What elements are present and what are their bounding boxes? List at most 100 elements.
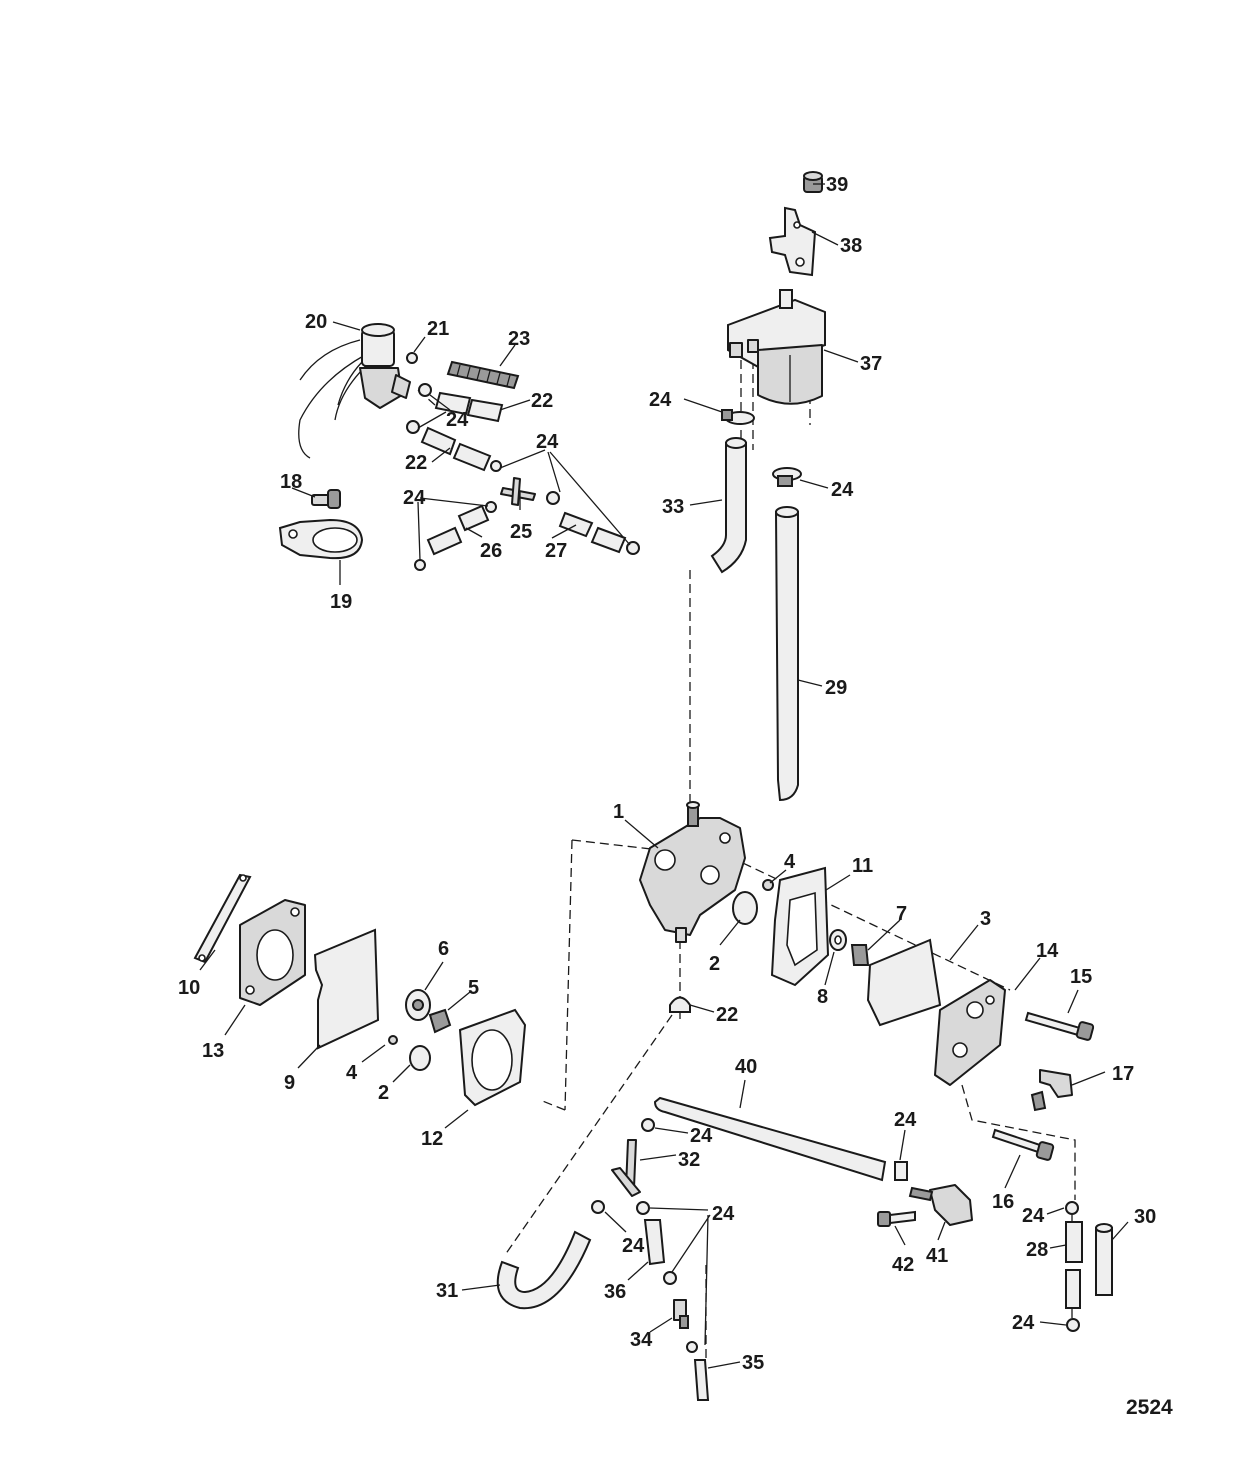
part-24-clamp-d [414,491,640,571]
callout-32: 32 [678,1149,700,1171]
callout-22: 22 [405,452,427,474]
part-39-nut [803,171,823,193]
part-1-pump-body [639,801,746,943]
part-24-clamp-e [641,1118,908,1181]
leader-lines [199,183,1129,1369]
callout-24: 24 [831,479,854,501]
callout-35: 35 [742,1352,764,1374]
callout-labels: 39 38 37 24 24 33 29 20 21 23 22 24 22 2… [178,174,1173,1419]
part-13-flange [239,899,306,1006]
part-20-solenoid [298,323,411,459]
part-22-hose-b [420,426,502,472]
callout-11: 11 [852,855,873,877]
callout-2: 2 [709,953,720,975]
callout-42: 42 [892,1254,914,1276]
callout-24: 24 [1012,1312,1035,1334]
callout-22: 22 [531,390,553,412]
part-23-spring-hose [446,360,520,390]
callout-29: 29 [825,677,847,699]
callout-19: 19 [330,591,352,613]
part-8-washer [829,929,847,951]
callout-15: 15 [1070,966,1092,988]
callout-22: 22 [716,1004,738,1026]
callout-38: 38 [840,235,862,257]
part-4-check-valve-b [388,1035,398,1045]
part-28-hose [1065,1221,1083,1309]
callout-40: 40 [735,1056,757,1078]
callout-2: 2 [378,1082,389,1104]
part-24-clamp-g [1065,1201,1080,1332]
figure-number: 2524 [1126,1396,1173,1419]
callout-33: 33 [662,496,684,518]
callout-24: 24 [446,409,469,431]
part-7-spring [850,944,870,966]
part-40-hose [653,1096,887,1182]
part-18-bolt [311,489,341,509]
callout-3: 3 [980,908,991,930]
callout-25: 25 [510,521,532,543]
callout-30: 30 [1134,1206,1156,1228]
part-19-clamp [278,518,364,560]
part-16-bolt [991,1128,1055,1161]
part-36-hose [643,1219,666,1266]
callout-41: 41 [926,1245,948,1267]
part-31-hose [496,1230,592,1310]
callout-36: 36 [604,1281,626,1303]
callout-24: 24 [894,1109,917,1131]
part-15-bolt [1024,1011,1095,1041]
part-25-tee [500,477,536,506]
part-30-hose [1095,1223,1113,1296]
part-34-fitting [673,1299,689,1329]
part-27-hose [558,511,627,554]
part-10-gasket [193,873,252,964]
callout-24: 24 [712,1203,735,1225]
callout-12: 12 [421,1128,443,1150]
part-38-bracket [768,206,817,277]
callout-26: 26 [480,540,502,562]
callout-31: 31 [436,1280,458,1302]
callout-24: 24 [536,431,559,453]
callout-8: 8 [817,986,828,1008]
callout-20: 20 [305,311,327,333]
callout-23: 23 [508,328,530,350]
callout-21: 21 [427,318,449,340]
part-2-diaphragm-a [732,891,758,925]
callout-10: 10 [178,977,200,999]
part-6-washer [405,989,431,1021]
part-33-hose [710,437,747,574]
part-9-gasket [313,928,380,1050]
part-22-clamp [669,996,691,1013]
callout-24: 24 [690,1125,713,1147]
callout-1: 1 [613,801,624,823]
part-17-elbow-fitting [1030,1069,1073,1112]
callout-4: 4 [346,1062,358,1084]
part-5-spring [428,1008,452,1034]
part-12-gasket [458,1008,527,1107]
callout-24: 24 [1022,1205,1045,1227]
callout-4: 4 [784,851,796,873]
callout-28: 28 [1026,1239,1048,1261]
part-41-valve [908,1184,973,1226]
callout-9: 9 [284,1072,295,1094]
callout-5: 5 [468,977,479,999]
callout-39: 39 [826,174,848,196]
part-21-nut [406,352,418,364]
part-42-bolt [877,1210,916,1227]
part-11-gasket [770,866,830,987]
part-22-hose-a [434,391,504,423]
callout-18: 18 [280,471,302,493]
callout-24: 24 [649,389,672,411]
part-35-hose [693,1359,710,1401]
callout-34: 34 [630,1329,653,1351]
callout-7: 7 [896,903,907,925]
callout-14: 14 [1036,940,1059,962]
part-26-hose [426,504,490,556]
callout-17: 17 [1112,1063,1134,1085]
callout-16: 16 [992,1191,1014,1213]
part-32-wye-fitting [611,1139,641,1197]
part-3-diaphragm-plate [866,938,942,1027]
part-37-fuel-filter [727,289,826,405]
part-24-clamp-c [406,383,432,434]
callout-13: 13 [202,1040,224,1062]
